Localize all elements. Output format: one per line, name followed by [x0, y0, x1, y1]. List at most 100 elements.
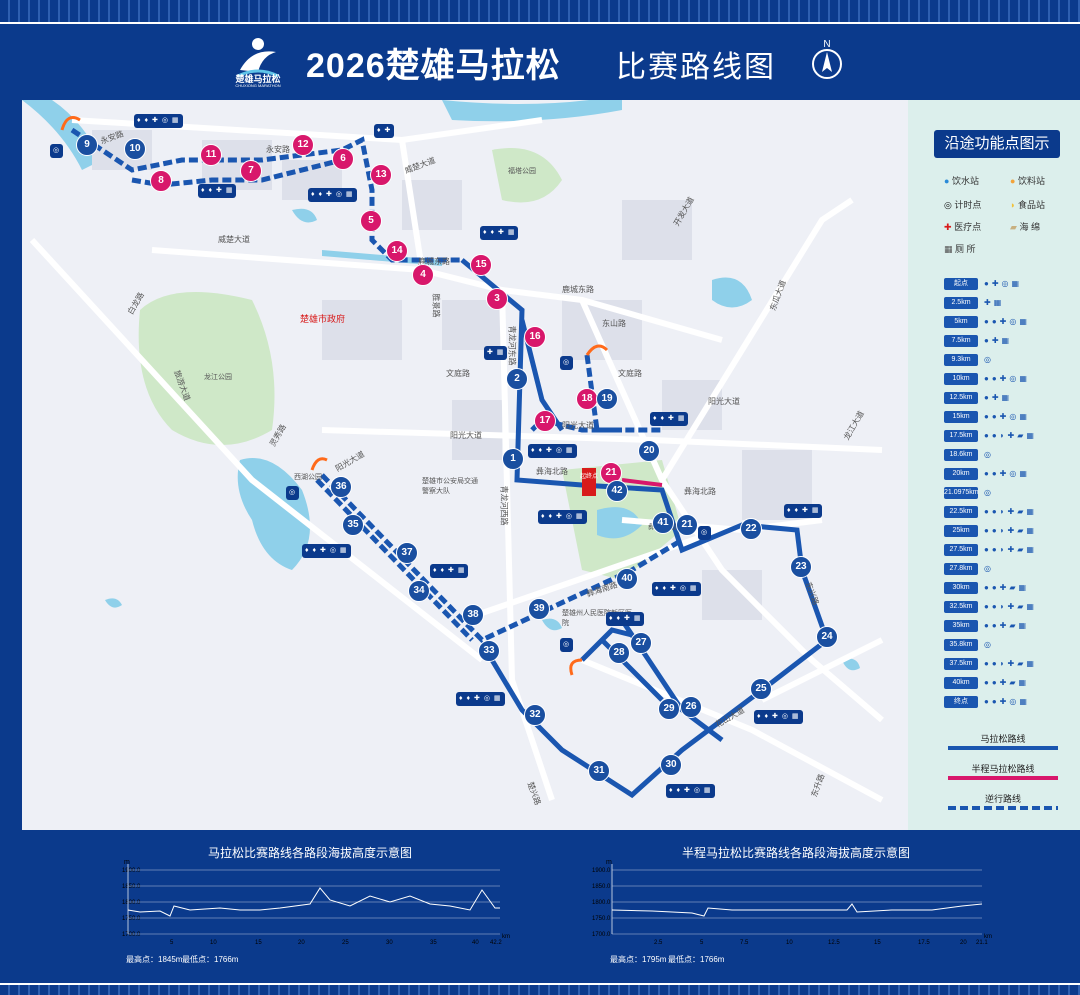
km-marker[interactable]: 16	[524, 326, 546, 348]
km-marker[interactable]: 8	[150, 170, 172, 192]
km-marker[interactable]: 10	[124, 138, 146, 160]
km-marker[interactable]: 6	[332, 148, 354, 170]
km-marker[interactable]: 13	[370, 164, 392, 186]
km-row: 20km●●✚◎▦	[944, 468, 1074, 480]
km-row: 5km●●✚◎▦	[944, 316, 1074, 328]
km-row: 30km ●●✚▰▦	[944, 582, 1074, 594]
half-elevation-line	[611, 903, 983, 917]
km-marker[interactable]: 1	[502, 448, 524, 470]
km-row: 37.5km●●◗✚▰▦	[944, 658, 1074, 670]
km-marker[interactable]: 25	[750, 678, 772, 700]
street-label: 阳光大道	[708, 397, 740, 406]
km-icons: ●●✚▰▦	[984, 621, 1030, 630]
km-marker[interactable]: 27	[630, 632, 652, 654]
km-marker[interactable]: 36	[330, 476, 352, 498]
km-marker[interactable]: 18	[576, 388, 598, 410]
km-marker[interactable]: 9	[76, 134, 98, 156]
km-marker[interactable]: 17	[534, 410, 556, 432]
km-label: 27.5km	[944, 544, 978, 556]
service-tag: ♦ ♦ ✚ ◎ ▦	[456, 692, 505, 706]
km-marker[interactable]: 4	[412, 264, 434, 286]
km-marker[interactable]: 12	[292, 134, 314, 156]
km-marker[interactable]: 22	[740, 518, 762, 540]
poi-label: 福塔公园	[508, 168, 536, 175]
legend-sponge: ▰ 海 绵	[1010, 222, 1040, 232]
legend-food: ◗ 食品站	[1010, 200, 1045, 210]
x-tick: 5	[700, 940, 704, 946]
profile-unit: m	[124, 860, 130, 866]
km-icons: ●●✚▰▦	[984, 583, 1030, 592]
y-tick: 1800.0	[592, 900, 611, 906]
km-marker[interactable]: 7	[240, 160, 262, 182]
km-icons: ◎	[984, 450, 994, 459]
km-icons: ●●✚▰▦	[984, 678, 1030, 687]
km-marker[interactable]: 14	[386, 240, 408, 262]
km-row: 21.0975km◎	[944, 487, 1074, 499]
x-unit: km	[984, 934, 992, 940]
km-row: 10km●●✚◎▦	[944, 373, 1074, 385]
km-marker[interactable]: 26	[680, 696, 702, 718]
service-tag: ♦ ♦ ✚ ◎ ▦	[302, 544, 351, 558]
route-key-half: 半程马拉松路线	[971, 764, 1035, 774]
x-tick: 17.5	[918, 940, 930, 946]
km-marker[interactable]: 31	[588, 760, 610, 782]
km-row: 27.8km◎	[944, 563, 1074, 575]
legend-title: 沿途功能点图示	[934, 130, 1060, 158]
x-tick: 10	[786, 940, 793, 946]
y-tick: 1900.0	[592, 868, 611, 874]
km-label: 40km	[944, 677, 978, 689]
street-label: 文庭路	[618, 369, 642, 378]
km-marker[interactable]: 33	[478, 640, 500, 662]
km-icons: ●●◗✚▰▦	[984, 602, 1037, 611]
km-marker[interactable]: 3	[486, 288, 508, 310]
marathon-elevation-line	[127, 887, 500, 917]
km-marker[interactable]: 42	[606, 480, 628, 502]
x-tick: 30	[386, 940, 393, 946]
km-marker[interactable]: 40	[616, 568, 638, 590]
km-marker[interactable]: 15	[470, 254, 492, 276]
km-label: 15km	[944, 411, 978, 423]
km-marker[interactable]: 29	[658, 698, 680, 720]
km-icons: ●✚▦	[984, 393, 1013, 402]
compass-icon: N	[812, 39, 842, 79]
km-marker[interactable]: 24	[816, 626, 838, 648]
km-marker[interactable]: 19	[596, 388, 618, 410]
km-icons: ◎	[984, 355, 994, 364]
km-marker[interactable]: 35	[342, 514, 364, 536]
x-tick: 15	[255, 940, 262, 946]
page-subtitle: 比赛路线图	[616, 51, 776, 84]
y-ticks: 1900.0 1850.0 1800.0 1750.0 1700.0	[592, 868, 611, 938]
route-map[interactable]: 起终点 永安路 永安路 威楚大道 威楚大道 鹿城东路 鹿城东路 东山路 胜景路 …	[22, 100, 908, 830]
route-key-marathon: 马拉松路线	[980, 734, 1026, 744]
service-tag: ♦ ♦ ✚ ▦	[650, 412, 689, 426]
km-label: 30km	[944, 582, 978, 594]
km-marker[interactable]: 34	[408, 580, 430, 602]
service-tag: ♦ ♦ ✚ ◎ ▦	[652, 582, 701, 596]
legend-timer: ◎ 计时点	[944, 200, 982, 210]
route-line-half	[948, 776, 1058, 780]
km-marker[interactable]: 32	[524, 704, 546, 726]
km-label: 22.5km	[944, 506, 978, 518]
km-marker[interactable]: 20	[638, 440, 660, 462]
km-marker[interactable]: 38	[462, 604, 484, 626]
service-tag: ♦ ♦ ✚ ◎ ▦	[666, 784, 715, 798]
y-tick: 1750.0	[592, 916, 611, 922]
km-row: 25km●●◗✚▰▦	[944, 525, 1074, 537]
elevation-profiles: 马拉松比赛路线各路段海拔高度示意图 m 1900.0 1850.0 1800.0…	[0, 830, 1080, 995]
y-tick: 1900.0	[122, 868, 141, 874]
km-row: 12.5km●✚▦	[944, 392, 1074, 404]
km-marker[interactable]: 5	[360, 210, 382, 232]
poi-label: 西湖公园	[294, 474, 322, 481]
km-icons: ●✚◎▦	[984, 279, 1023, 288]
km-marker[interactable]: 39	[528, 598, 550, 620]
km-marker[interactable]: 21	[676, 514, 698, 536]
km-marker[interactable]: 30	[660, 754, 682, 776]
km-marker[interactable]: 28	[608, 642, 630, 664]
km-icons: ●✚▦	[984, 336, 1013, 345]
km-marker[interactable]: 37	[396, 542, 418, 564]
km-marker[interactable]: 23	[790, 556, 812, 578]
km-marker[interactable]: 41	[652, 512, 674, 534]
km-marker[interactable]: 11	[200, 144, 222, 166]
poi-label: 龙江公园	[204, 374, 232, 381]
km-marker[interactable]: 2	[506, 368, 528, 390]
